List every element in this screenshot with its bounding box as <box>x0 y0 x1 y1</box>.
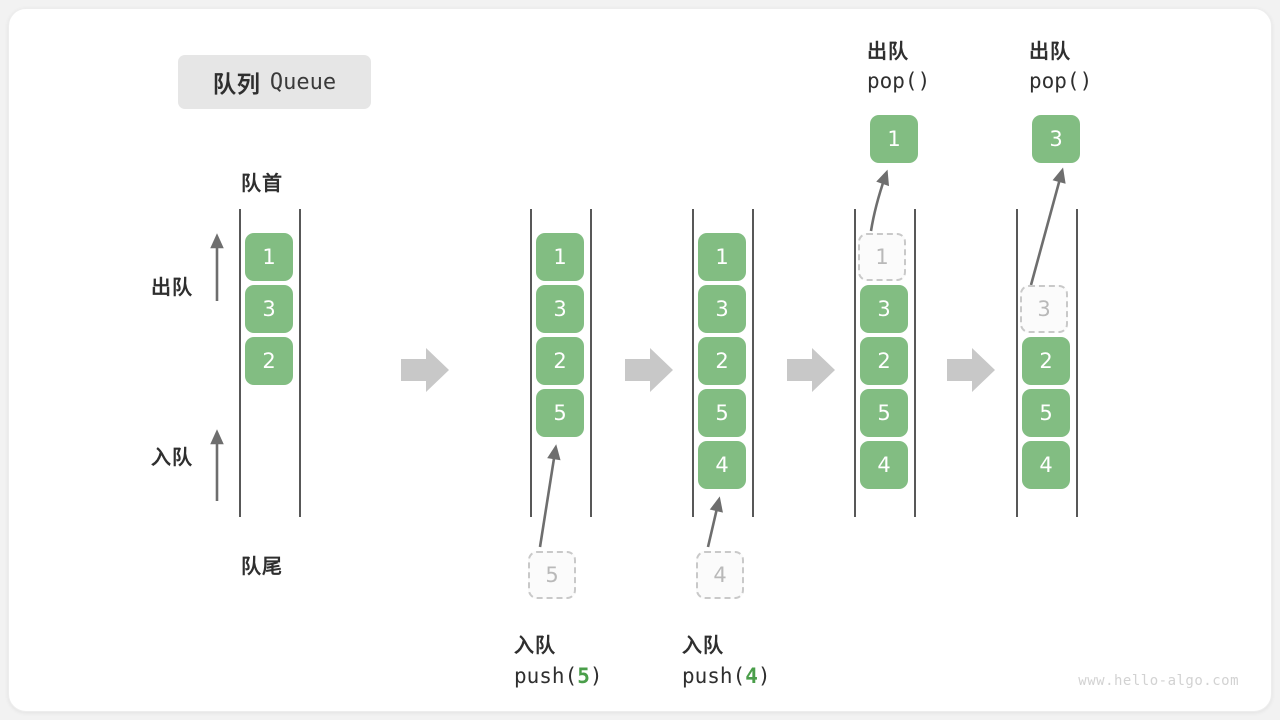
connector-overlay <box>210 167 1066 548</box>
push-5-code-pre: push( <box>514 664 578 688</box>
queue-cell: 2 <box>536 337 584 385</box>
column-5-rail-right <box>1076 209 1078 517</box>
pop-3-op-cn: 出队 <box>1029 41 1071 63</box>
queue-cell: 1 <box>245 233 293 281</box>
pop-3-op-code: pop() <box>1029 69 1093 93</box>
step-arrow-4 <box>947 348 995 392</box>
push-4-op-code: push(4) <box>682 664 771 688</box>
queue-cell-ghost: 1 <box>858 233 906 281</box>
queue-cell: 5 <box>698 389 746 437</box>
front-label: 队首 <box>241 173 283 195</box>
push-4-value: 4 <box>745 664 758 688</box>
push-5-arrow <box>538 444 561 548</box>
pop-1-arrow <box>869 169 890 232</box>
column-2-rail-right <box>590 209 592 517</box>
queue-cell: 1 <box>698 233 746 281</box>
push-4-ghost-cell: 4 <box>696 551 744 599</box>
rear-label: 队尾 <box>241 556 283 578</box>
push-5-value: 5 <box>577 664 590 688</box>
column-4-rail-right <box>914 209 916 517</box>
push-5-op-code: push(5) <box>514 664 603 688</box>
popped-cell: 3 <box>1032 115 1080 163</box>
queue-cell: 5 <box>536 389 584 437</box>
title-en: Queue <box>269 69 337 95</box>
pop-3-arrow <box>1029 167 1066 286</box>
step-arrow-2 <box>625 348 673 392</box>
push-4-code-post: ) <box>757 664 771 688</box>
queue-cell: 4 <box>860 441 908 489</box>
queue-cell: 5 <box>860 389 908 437</box>
push-4-op-cn: 入队 <box>682 635 724 657</box>
push-5-op-cn: 入队 <box>514 635 556 657</box>
push-5-ghost-cell: 5 <box>528 551 576 599</box>
step-arrow-1 <box>401 348 449 392</box>
queue-cell-ghost: 3 <box>1020 285 1068 333</box>
push-5-code-post: ) <box>589 664 603 688</box>
popped-cell: 1 <box>870 115 918 163</box>
column-3-rail-right <box>752 209 754 517</box>
push-4-arrow <box>706 496 723 548</box>
queue-cell: 2 <box>1022 337 1070 385</box>
diagram-card: 队列 Queue <box>8 8 1272 712</box>
queue-cell: 3 <box>245 285 293 333</box>
title-cn: 队列 <box>212 71 261 97</box>
dequeue-label: 出队 <box>151 277 193 299</box>
queue-cell: 2 <box>860 337 908 385</box>
queue-cell: 3 <box>536 285 584 333</box>
step-arrow-3 <box>787 348 835 392</box>
queue-cell: 1 <box>536 233 584 281</box>
title-badge: 队列 Queue <box>178 55 371 109</box>
pop-1-op-code: pop() <box>867 69 931 93</box>
watermark: www.hello-algo.com <box>1078 673 1239 689</box>
enqueue-label: 入队 <box>151 447 193 469</box>
queue-cell: 4 <box>1022 441 1070 489</box>
queue-cell: 2 <box>245 337 293 385</box>
queue-cell: 3 <box>698 285 746 333</box>
column-4-rail-left <box>854 209 856 517</box>
column-2-rail-left <box>530 209 532 517</box>
pop-1-op-cn: 出队 <box>867 41 909 63</box>
push-4-code-pre: push( <box>682 664 746 688</box>
queue-cell: 3 <box>860 285 908 333</box>
column-3-rail-left <box>692 209 694 517</box>
queue-cell: 2 <box>698 337 746 385</box>
queue-cell: 5 <box>1022 389 1070 437</box>
column-5-rail-left <box>1016 209 1018 517</box>
queue-cell: 4 <box>698 441 746 489</box>
column-1-rail-right <box>299 209 301 517</box>
column-1-rail-left <box>239 209 241 517</box>
